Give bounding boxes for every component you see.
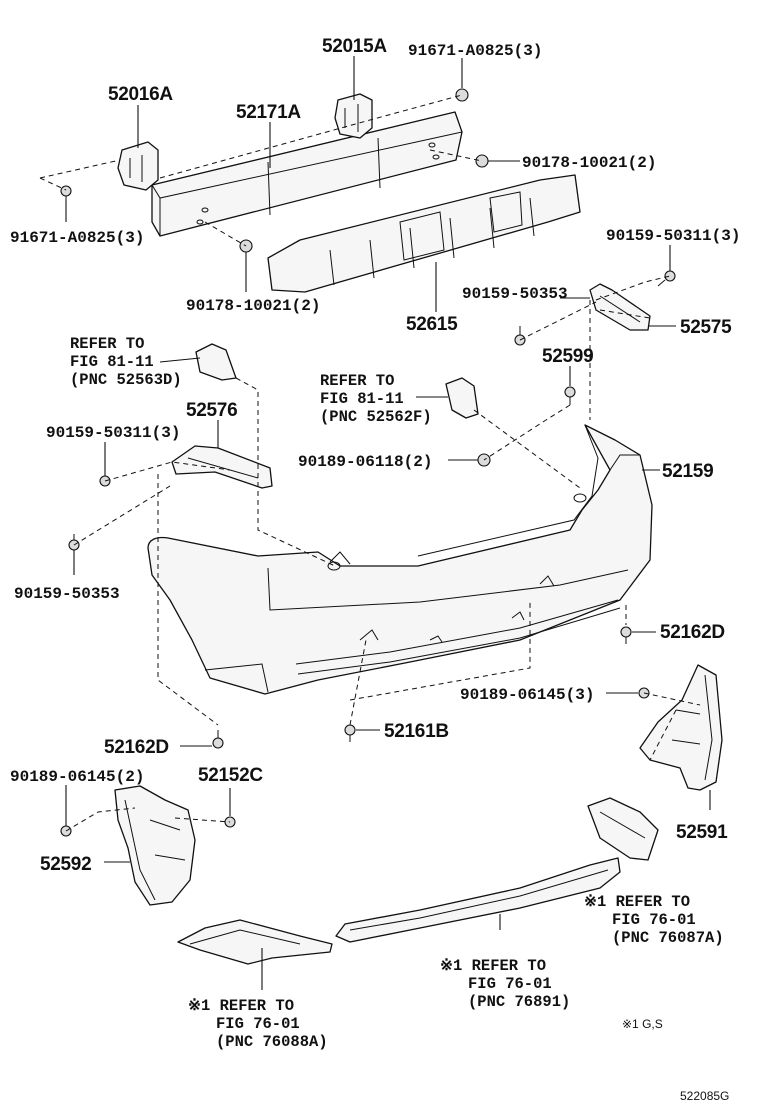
label-90159-50311-right: 90159-50311(3)	[606, 227, 740, 245]
fastener-clip-52162D-right[interactable]	[620, 626, 632, 644]
label-52592: 52592	[40, 854, 91, 875]
bumper-cover-52159[interactable]	[147, 424, 653, 695]
label-90178-10021-right: 90178-10021(2)	[522, 154, 656, 172]
ref-76891-line2: FIG 76-01	[468, 975, 552, 993]
label-90159-50353-left: 90159-50353	[14, 585, 120, 603]
footnote-g-s: ※1 G,S	[622, 1017, 663, 1031]
label-52576: 52576	[186, 400, 237, 421]
label-90159-50311-left: 90159-50311(3)	[46, 424, 180, 442]
label-52162D-right: 52162D	[660, 622, 725, 643]
ref-76891-line3: (PNC 76891)	[468, 993, 570, 1011]
ref-76088A-line3: (PNC 76088A)	[216, 1033, 328, 1051]
referenced-bracket-52563D	[195, 343, 237, 381]
ref-76088A-line2: FIG 76-01	[216, 1015, 300, 1033]
lower-cover-76087A	[587, 797, 659, 861]
ref-76088A-line1: ※1 REFER TO	[188, 997, 294, 1015]
label-52159: 52159	[662, 461, 713, 482]
label-52599: 52599	[542, 346, 593, 367]
label-90189-06145-3: 90189-06145(3)	[460, 686, 594, 704]
fastener-bolt-90159-50353-right[interactable]	[514, 326, 526, 346]
label-52171A: 52171A	[236, 102, 301, 123]
ref-76087A-line3: (PNC 76087A)	[612, 929, 724, 947]
leader-lines	[65, 56, 711, 990]
lower-cover-76088A	[177, 919, 333, 965]
label-90178-10021-bottom: 90178-10021(2)	[186, 297, 320, 315]
ref-52562F-line1: REFER TO	[320, 372, 394, 390]
label-90189-06118: 90189-06118(2)	[298, 453, 432, 471]
ref-52562F-line3: (PNC 52562F)	[320, 408, 432, 426]
retainer-52575[interactable]	[589, 283, 651, 331]
fastener-nut-91671-top[interactable]	[455, 88, 469, 102]
fastener-bolt-90159-50311-right[interactable]	[657, 270, 676, 287]
label-90189-06145-2: 90189-06145(2)	[10, 768, 144, 786]
label-52015A: 52015A	[322, 36, 387, 57]
ref-52563D-line1: REFER TO	[70, 335, 144, 353]
fastener-clip-52161B[interactable]	[344, 724, 356, 742]
ref-52563D-line2: FIG 81-11	[70, 353, 154, 371]
lower-cover-76891	[335, 857, 621, 943]
bracket-52015A[interactable]	[334, 93, 373, 139]
mud-guard-52591[interactable]	[639, 664, 723, 791]
figure-number: 522085G	[680, 1089, 729, 1103]
label-91671-A0825-top: 91671-A0825(3)	[408, 42, 542, 60]
fastener-bolt-52599[interactable]	[564, 386, 576, 405]
ref-76891-line1: ※1 REFER TO	[440, 957, 546, 975]
label-52162D-left: 52162D	[104, 737, 169, 758]
label-90159-50353-right: 90159-50353	[462, 285, 568, 303]
ref-76087A-line1: ※1 REFER TO	[584, 893, 690, 911]
ref-52562F-line2: FIG 81-11	[320, 390, 404, 408]
assembly-lines	[39, 94, 701, 832]
fastener-bolt-90159-50353-left[interactable]	[68, 534, 80, 551]
label-91671-A0825-left: 91671-A0825(3)	[10, 229, 144, 247]
label-52575: 52575	[680, 317, 732, 338]
reference-notes: REFER TO FIG 81-11 (PNC 52563D) REFER TO…	[70, 335, 724, 1051]
ref-52563D-line3: (PNC 52563D)	[70, 371, 182, 389]
referenced-bracket-52562F	[445, 377, 479, 419]
label-52016A: 52016A	[108, 84, 173, 105]
reinforcement-beam-52171A[interactable]	[151, 111, 463, 237]
fastener-clip-52162D-left[interactable]	[212, 730, 224, 749]
label-52152C: 52152C	[198, 765, 263, 786]
bracket-52016A[interactable]	[117, 141, 159, 191]
ref-76087A-line2: FIG 76-01	[612, 911, 696, 929]
part-labels: 52015A 91671-A0825(3) 52016A 52171A 9017…	[10, 36, 740, 875]
label-52161B: 52161B	[384, 721, 449, 742]
energy-absorber-52615[interactable]	[267, 174, 581, 293]
mud-guard-52592[interactable]	[114, 785, 196, 906]
retainer-52576[interactable]	[171, 445, 273, 489]
fastener-nut-90178-right[interactable]	[475, 154, 489, 168]
label-52615: 52615	[406, 314, 458, 335]
label-52591: 52591	[676, 822, 728, 843]
